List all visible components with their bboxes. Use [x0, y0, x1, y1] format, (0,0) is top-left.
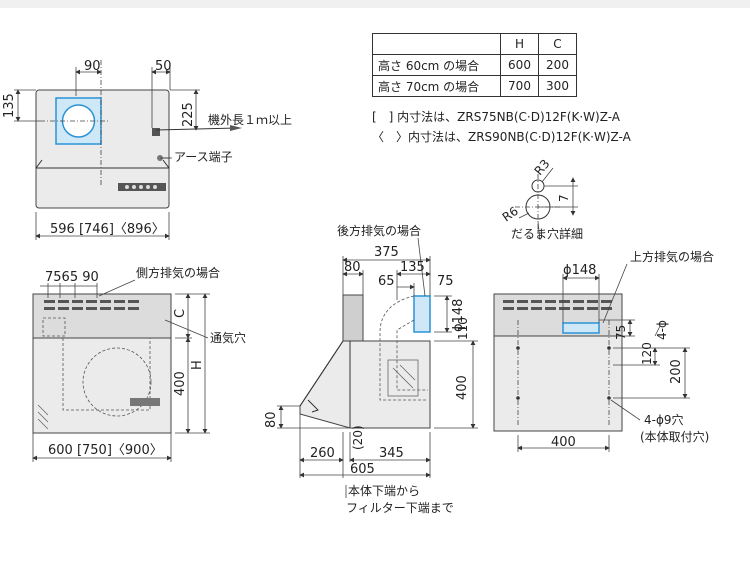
- top-width-label: 596 [746]〈896〉: [50, 222, 165, 237]
- front-dims-top: 7565 90: [45, 270, 99, 285]
- side-dim-400: 400: [455, 375, 470, 400]
- spec-header-c: C: [538, 33, 577, 55]
- top-dim-225: 225: [181, 102, 196, 127]
- side-dim-110: 110: [456, 317, 470, 340]
- side-dim-20: (20): [351, 425, 365, 450]
- vent-hole-label: 通気穴: [210, 330, 246, 345]
- rear-exhaust-label: 後方排気の場合: [337, 223, 421, 238]
- side-dim-260: 260: [310, 446, 335, 461]
- height-spec-table: H C 高さ 60cm の場合 600 200 高さ 70cm の場合 700 …: [372, 33, 577, 97]
- daruma-detail: [515, 167, 578, 241]
- top-dim-135: 135: [2, 93, 17, 118]
- rear-dim-200: 200: [669, 359, 684, 384]
- spec-row: 高さ 60cm の場合 600 200: [372, 54, 577, 76]
- side-dim-605: 605: [350, 462, 375, 477]
- side-dim-65: 65: [378, 274, 395, 289]
- front-dim-c: C: [173, 309, 188, 318]
- spec-row-h: 600: [500, 54, 539, 76]
- cord-length-label: 機外長１ｍ以上: [208, 112, 292, 127]
- front-hood-body: [32, 337, 172, 434]
- spec-row-c: 200: [538, 54, 577, 76]
- side-dim-75: 75: [437, 274, 454, 289]
- angle-note: 〈 〉内寸法は、ZRS90NB(C·D)12F(K·W)Z-A: [372, 130, 631, 144]
- mount-holes-sub: (本体取付穴): [640, 429, 709, 444]
- daruma-r3: R3: [532, 157, 553, 178]
- rear-hood-body: [493, 335, 623, 432]
- bracket-note: [ ] 内寸法は、ZRS75NB(C·D)12F(K·W)Z-A: [372, 110, 620, 124]
- rear-dim-4phi: 4-ϕ: [655, 320, 669, 340]
- rear-exhaust-flange: [413, 295, 431, 333]
- side-dim-345: 345: [379, 446, 404, 461]
- spec-row-label: 高さ 60cm の場合: [372, 54, 501, 76]
- daruma-label: だるま穴詳細: [511, 226, 583, 241]
- side-hood-body: [299, 340, 431, 429]
- side-dim-80: 80: [344, 260, 361, 275]
- rear-dim-75: 75: [614, 325, 628, 340]
- spec-row-label: 高さ 70cm の場合: [372, 75, 501, 97]
- rear-view: [493, 263, 690, 452]
- spec-header-blank: [372, 33, 501, 55]
- top-exhaust-label: 上方排気の場合: [630, 249, 714, 264]
- top-view: [14, 60, 242, 240]
- front-dim-h: H: [190, 360, 205, 370]
- side-dim-80-left: 80: [264, 411, 279, 428]
- daruma-dim-7: 7: [557, 194, 571, 202]
- rear-upper-cover: [493, 293, 623, 337]
- front-width-label: 600 [750]〈900〉: [48, 443, 163, 458]
- rear-dim-120: 120: [640, 342, 654, 365]
- spec-row: 高さ 70cm の場合 700 300: [372, 75, 577, 97]
- side-exhaust-label: 側方排気の場合: [136, 265, 220, 280]
- spec-header-h: H: [500, 33, 539, 55]
- top-dim-50: 50: [155, 59, 172, 74]
- front-view: [32, 279, 210, 462]
- spec-header-row: H C: [372, 33, 577, 55]
- side-upper-duct: [342, 294, 364, 342]
- filter-note-line1: 本体下端から: [348, 484, 420, 498]
- ground-terminal-label: アース端子: [174, 150, 233, 164]
- spec-row-h: 700: [500, 75, 539, 97]
- top-band: [0, 0, 750, 8]
- side-view: [277, 237, 478, 498]
- side-dim-phi148: ϕ148: [451, 299, 466, 332]
- top-dim-90: 90: [84, 59, 101, 74]
- front-dim-400: 400: [173, 371, 188, 396]
- side-dim-375: 375: [374, 245, 399, 260]
- rear-dim-400: 400: [551, 435, 576, 450]
- rear-dim-phi148: ϕ148: [563, 263, 596, 278]
- spec-row-c: 300: [538, 75, 577, 97]
- top-exhaust-opening: [562, 322, 600, 334]
- filter-note-line2: フィルター下端まで: [346, 501, 454, 515]
- side-dim-135: 135: [400, 260, 425, 275]
- mount-holes-label: 4-ϕ9穴: [644, 412, 684, 427]
